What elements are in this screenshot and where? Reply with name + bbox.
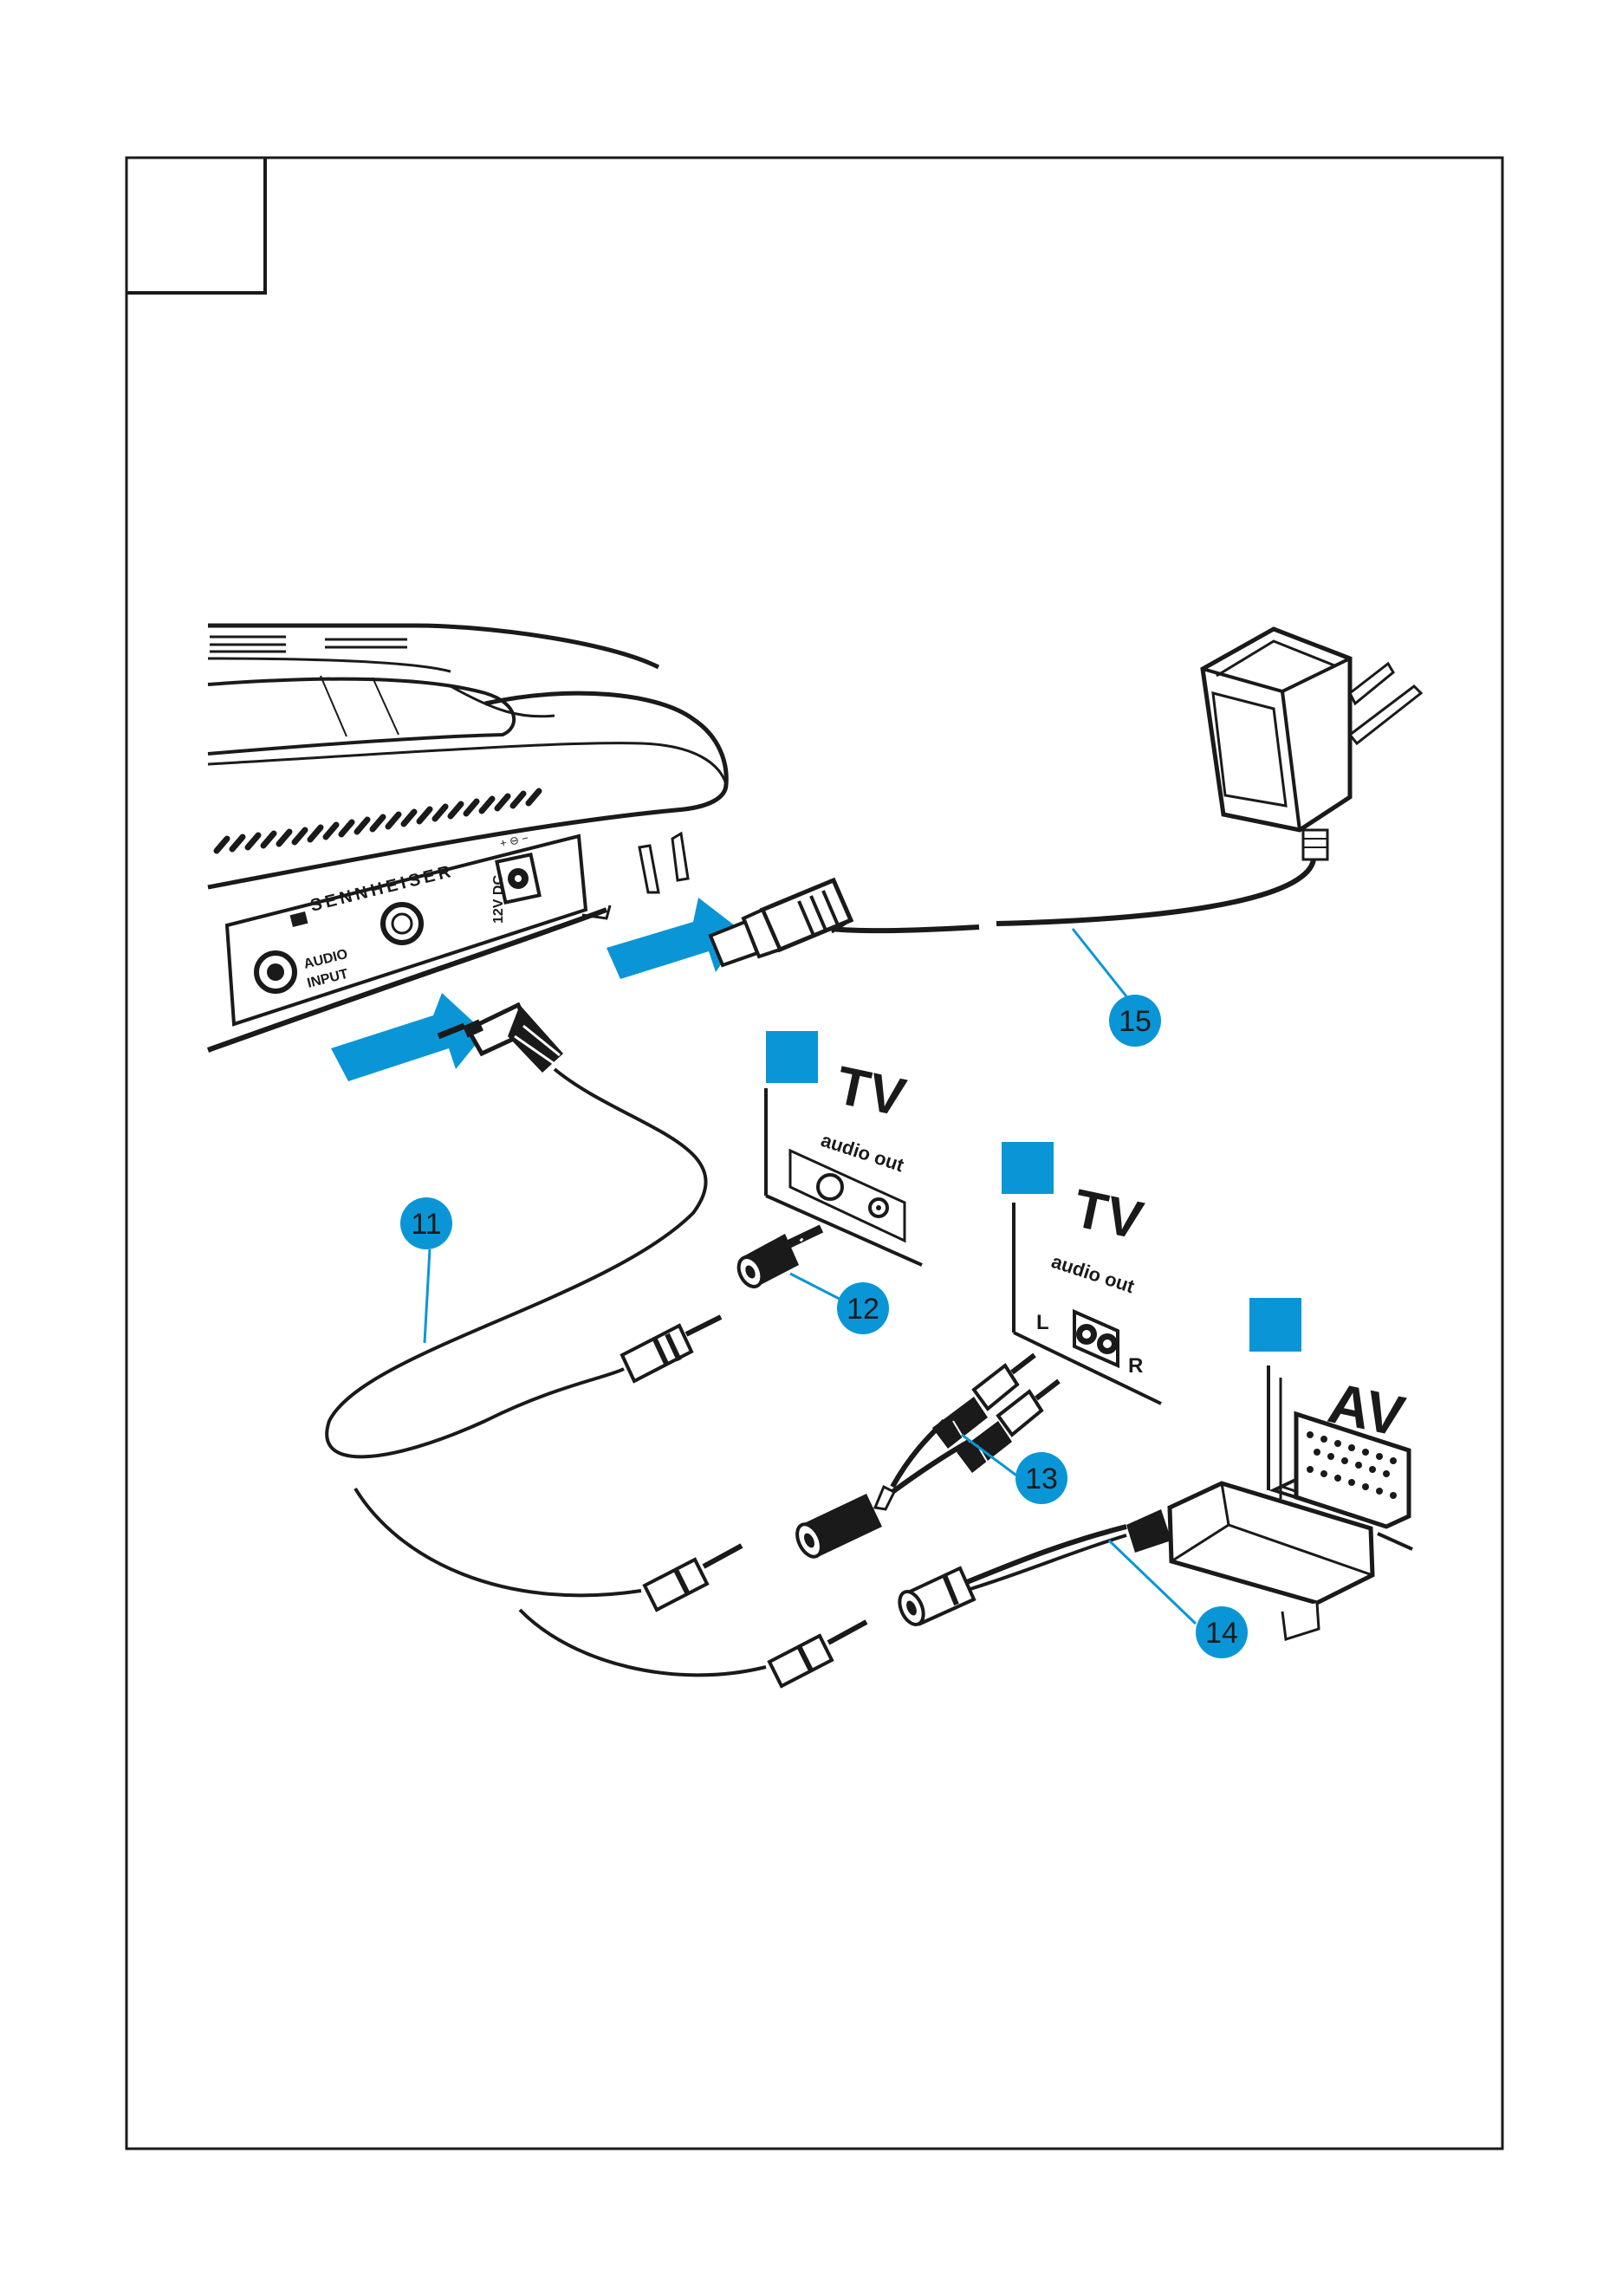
tv1-title: TV (831, 1055, 911, 1128)
jack-plug-lower-2 (767, 1619, 868, 1689)
dc-plug (708, 877, 854, 968)
av-panel (1267, 1365, 1413, 1551)
power-cable-segment (831, 924, 980, 934)
power-cable (996, 859, 1316, 926)
callout-11: 11 (400, 1197, 452, 1249)
panel-marker-tv1 (766, 1031, 818, 1083)
jack-plug-lower-1 (642, 1543, 743, 1612)
callout-15: 15 (1109, 995, 1161, 1047)
page-border (125, 156, 1504, 2150)
tv2-left-label: L (1036, 1311, 1049, 1334)
av-title: AV (1323, 1370, 1410, 1448)
callout-13: 13 (1015, 1452, 1067, 1504)
power-adapter (1200, 626, 1424, 861)
cable-end-lower-2 (518, 1608, 767, 1677)
cable-end-lower-1 (354, 1487, 642, 1598)
callout-15-label: 15 (1119, 1005, 1152, 1038)
brand-logo-icon (289, 911, 308, 927)
callout-12: 12 (837, 1282, 889, 1334)
panel-marker-av (1249, 1298, 1301, 1352)
callout-11-label: 11 (411, 1208, 441, 1241)
polarity-label: + ⊖ − (499, 831, 530, 850)
tv2-right-label: R (1128, 1354, 1143, 1378)
base-station: SENNHEISER AUDIO INPUT 12V DC + ⊖ − (206, 622, 729, 1053)
headphone-icon (816, 1173, 844, 1201)
audio-cable (325, 1067, 708, 1459)
tv2-panel (1012, 1203, 1162, 1405)
rca-y-cable (795, 1352, 1061, 1559)
callout-14-label: 14 (1205, 1617, 1238, 1650)
callout-14: 14 (1196, 1606, 1248, 1658)
jack-adapter (736, 1224, 824, 1289)
straight-jack-plug (620, 1314, 723, 1384)
angled-jack-plug (437, 1002, 563, 1073)
panel-marker-tv2 (1002, 1142, 1054, 1194)
figure-number-box (127, 158, 267, 295)
tv1-panel (764, 1088, 923, 1267)
dc-label: 12V DC (491, 875, 506, 924)
arrow-dc-input (607, 898, 743, 979)
tv2-subtitle: audio out (1048, 1250, 1138, 1298)
callout-13-label: 13 (1025, 1463, 1058, 1495)
tv2-title: TV (1068, 1178, 1148, 1251)
callout-12-label: 12 (847, 1293, 879, 1326)
arrow-audio-input (331, 993, 485, 1081)
